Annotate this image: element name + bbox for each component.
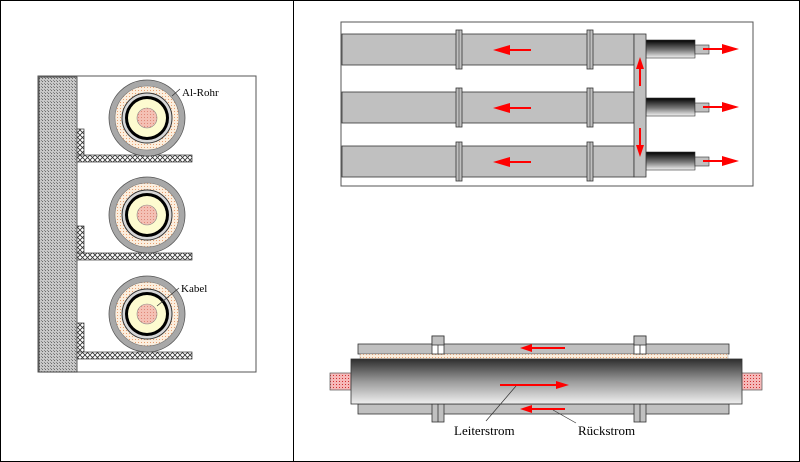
flange: [633, 335, 647, 355]
top-right-panel: [340, 21, 754, 187]
al-rohr-leader-line: [171, 88, 181, 97]
pipe: [341, 141, 739, 182]
arrow-head: [493, 45, 510, 55]
cable-cross-section: [108, 79, 186, 157]
label-kabel: Kabel: [181, 283, 207, 295]
arrow-head: [722, 156, 739, 166]
pipe-body: [341, 145, 635, 178]
label-leiterstrom: Leiterstrom: [454, 423, 515, 438]
cable-end: [645, 39, 696, 59]
connecting-plate: [633, 33, 647, 178]
arrow-head: [520, 405, 532, 413]
left-panel: Al-Rohr Kabel: [37, 75, 257, 373]
cable-bracket: [76, 225, 193, 261]
arrow-head: [722, 102, 739, 112]
panel-divider: [293, 0, 294, 462]
flange: [431, 403, 445, 423]
wall: [38, 76, 78, 373]
arrow-head: [520, 344, 532, 352]
pipe-body: [341, 33, 635, 66]
flange: [633, 403, 647, 423]
cable-body: [350, 358, 743, 405]
arrow-head: [722, 44, 739, 54]
pipe: [341, 29, 739, 70]
leiterstrom-leader-line: [485, 385, 517, 422]
label-rueckstrom: Rückstrom: [578, 423, 635, 438]
pipe: [341, 87, 739, 128]
flange: [431, 335, 445, 355]
rueckstrom-leader-line: [552, 409, 577, 424]
conductor-end-left: [329, 372, 352, 391]
arrow-head: [493, 157, 510, 167]
arrow-head: [556, 381, 569, 389]
cable-cross-section: [108, 275, 186, 353]
cable-cross-section: [108, 176, 186, 254]
arrow-up-head: [636, 57, 644, 69]
cable-end: [645, 97, 696, 117]
cable-bracket: [76, 322, 193, 360]
kabel-leader-line: [156, 287, 180, 307]
cable-bracket: [76, 128, 193, 163]
conductor-core: [136, 303, 158, 325]
conductor-core: [136, 204, 158, 226]
conductor-core: [136, 107, 158, 129]
arrow-head: [493, 103, 510, 113]
bottom-right-panel: Leiterstrom Rückstrom: [329, 335, 763, 438]
label-al-rohr: Al-Rohr: [182, 87, 219, 99]
conductor-end-right: [740, 372, 763, 391]
pipe-body: [341, 91, 635, 124]
arrow-down-head: [636, 145, 644, 157]
cable-end: [645, 151, 696, 171]
